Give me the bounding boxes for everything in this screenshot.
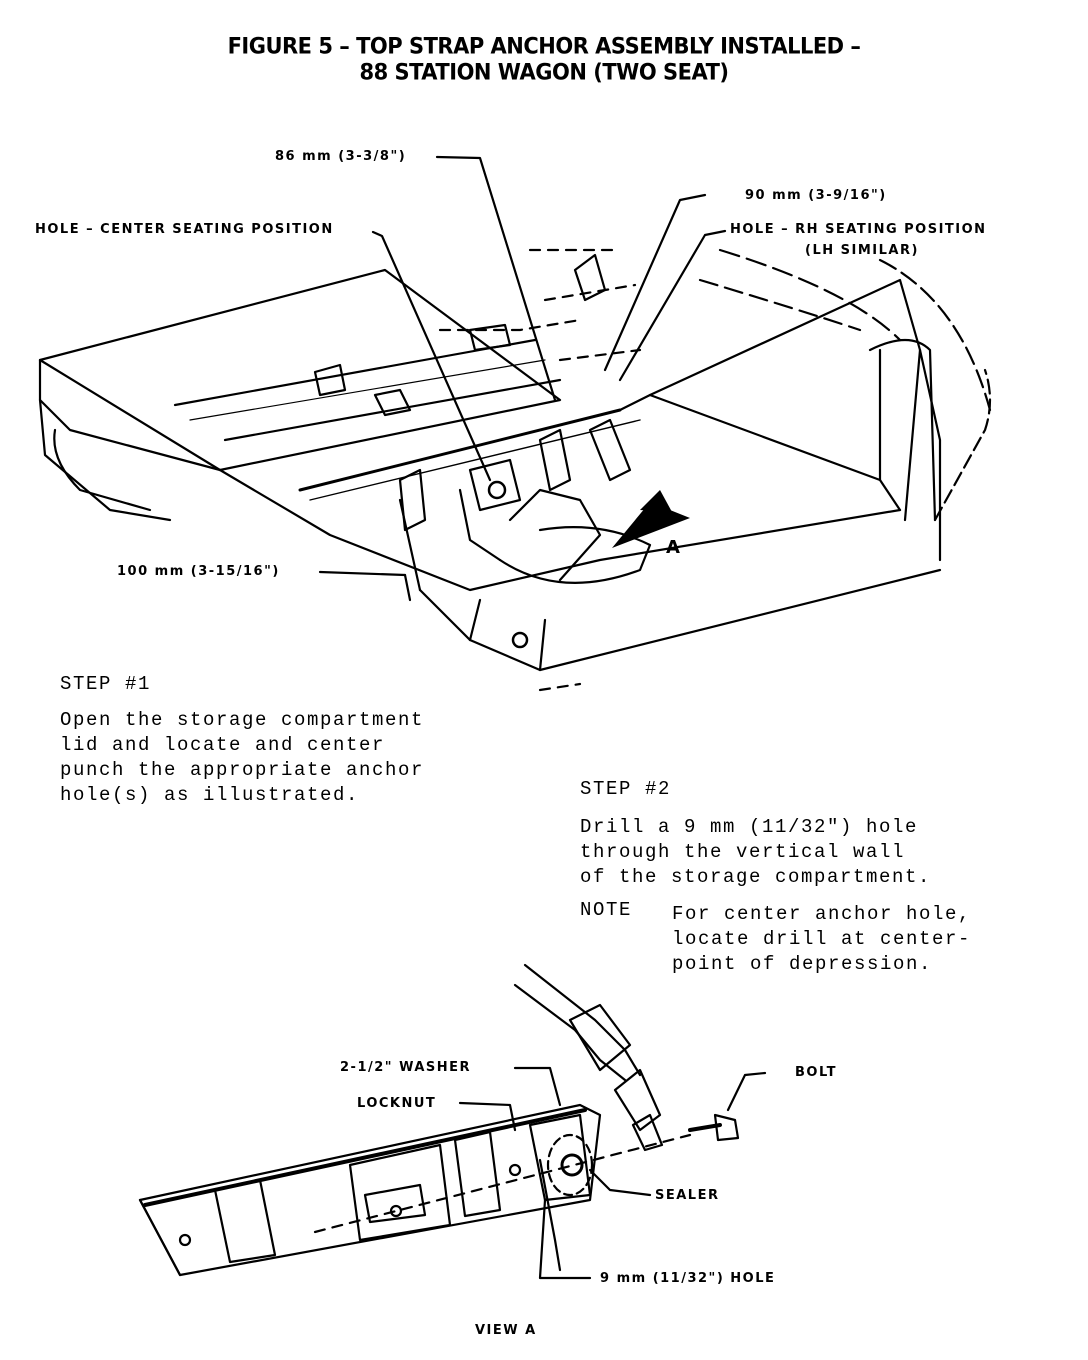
hole-9mm-label: 9 mm (11/32") HOLE	[600, 1271, 776, 1286]
sealer-label: SEALER	[655, 1188, 720, 1203]
dimension-100mm-label: 100 mm (3-15/16")	[117, 564, 280, 579]
hole-center-seating-label: HOLE – CENTER SEATING POSITION	[35, 222, 334, 237]
step1-body: Open the storage compartment lid and loc…	[60, 708, 424, 808]
step2-line: of the storage compartment.	[580, 866, 932, 888]
step1-line: Open the storage compartment	[60, 709, 425, 731]
note-line: For center anchor hole,	[672, 903, 972, 925]
cargo-area-illustration	[38, 155, 992, 692]
step2-heading: STEP #2	[580, 778, 672, 800]
note-body: For center anchor hole, locate drill at …	[672, 902, 971, 977]
view-a-marker: A	[666, 537, 682, 558]
dimension-90mm-label: 90 mm (3-9/16")	[745, 188, 887, 203]
step2-line: Drill a 9 mm (11/32") hole	[580, 816, 919, 838]
hole-rh-seating-label: HOLE – RH SEATING POSITION	[730, 222, 987, 237]
view-a-caption: VIEW A	[475, 1323, 537, 1338]
figure-title-line2: 88 STATION WAGON (TWO SEAT)	[359, 59, 729, 85]
step2-body: Drill a 9 mm (11/32") hole through the v…	[580, 815, 931, 890]
locknut-label: LOCKNUT	[357, 1096, 437, 1111]
step1-heading: STEP #1	[60, 673, 152, 695]
note-line: locate drill at center-	[672, 928, 972, 950]
step1-line: hole(s) as illustrated.	[60, 784, 360, 806]
bolt-label: BOLT	[795, 1065, 837, 1080]
dimension-86mm-label: 86 mm (3-3/8")	[275, 149, 407, 164]
hole-lh-similar-label: (LH SIMILAR)	[805, 243, 919, 258]
step1-line: punch the appropriate anchor	[60, 759, 425, 781]
note-label: NOTE	[580, 899, 633, 921]
figure-title-line1: FIGURE 5 – TOP STRAP ANCHOR ASSEMBLY INS…	[227, 33, 861, 59]
washer-label: 2-1/2" WASHER	[340, 1060, 472, 1075]
note-line: point of depression.	[672, 953, 933, 975]
step2-line: through the vertical wall	[580, 841, 906, 863]
step1-line: lid and locate and center	[60, 734, 386, 756]
